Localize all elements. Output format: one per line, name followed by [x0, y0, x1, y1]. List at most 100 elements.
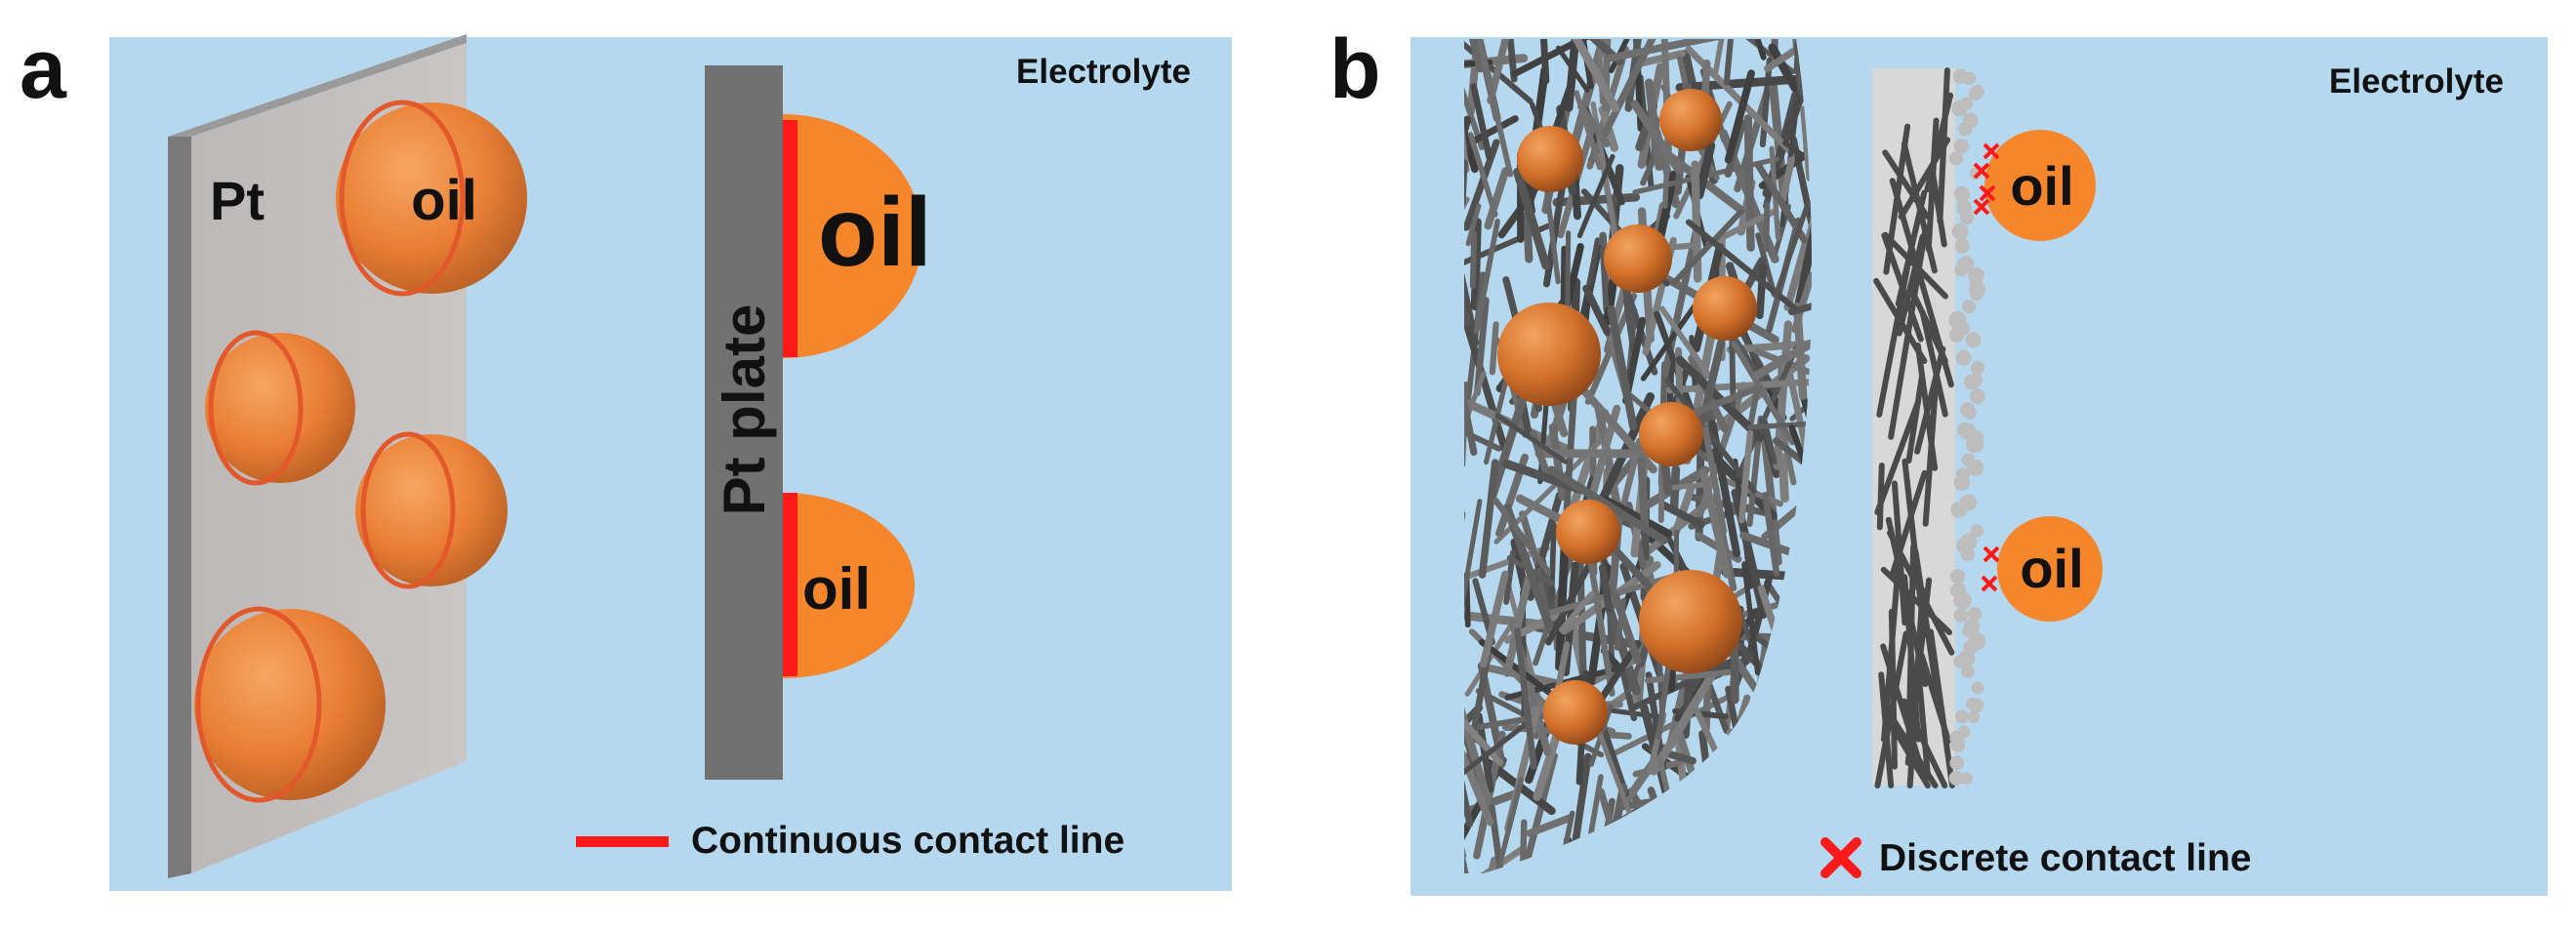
- mesh-oil-balls: [1497, 89, 1757, 745]
- surface-particle: [1957, 725, 1971, 739]
- mesh-fiber: [1624, 744, 1667, 802]
- mesh-fiber: [1558, 590, 1595, 633]
- mesh-fiber: [1724, 69, 1755, 164]
- surface-particle: [1962, 300, 1977, 314]
- mesh-fiber: [1503, 575, 1533, 677]
- mesh-fiber: [1602, 496, 1673, 538]
- discrete-contact-mark: [1973, 162, 1990, 180]
- surface-particle: [1957, 256, 1975, 273]
- mesh-fiber: [1464, 115, 1472, 163]
- surface-particle: [1958, 650, 1976, 667]
- mesh-fiber: [1699, 469, 1732, 579]
- surface-particle: [1948, 327, 1965, 343]
- cross-section-fibers: [1873, 67, 1955, 788]
- surface-particle: [1950, 502, 1967, 518]
- surface-particle: [1960, 546, 1976, 562]
- mesh-fiber: [1712, 39, 1735, 78]
- surface-particle: [1960, 772, 1973, 785]
- strip-fiber: [1919, 309, 1948, 418]
- surface-particle: [1969, 287, 1983, 302]
- mesh-fiber: [1478, 459, 1499, 579]
- panel-b-letter: b: [1329, 22, 1381, 116]
- mesh-fiber: [1464, 704, 1484, 749]
- mesh-fiber: [1487, 39, 1516, 104]
- mesh-fiber: [1464, 744, 1494, 827]
- mesh-oil-ball: [1497, 303, 1601, 406]
- mesh-fiber: [1598, 564, 1614, 613]
- strip-fiber: [1886, 709, 1939, 788]
- surface-particle: [1953, 474, 1971, 491]
- pt-sheet-edge: [168, 137, 191, 878]
- oil-droplet-sheet-1: [336, 100, 527, 297]
- oil-droplet-top-label: oil: [2010, 155, 2073, 217]
- mesh-fiber: [1489, 321, 1499, 376]
- mesh-fiber: [1657, 500, 1705, 529]
- mesh-fiber: [1738, 429, 1754, 524]
- mesh-fiber: [1762, 492, 1780, 577]
- mesh-fiber: [1464, 39, 1533, 104]
- strip-fiber: [1874, 398, 1922, 515]
- mesh-oil-ball: [1639, 570, 1742, 673]
- contact-line-small: [783, 493, 797, 676]
- surface-particle: [1953, 186, 1970, 203]
- surface-particle: [1968, 632, 1986, 651]
- mesh-fiber: [1701, 425, 1728, 535]
- mesh-fiber: [1547, 465, 1668, 545]
- surface-particle: [1968, 266, 1984, 284]
- legend-continuous-line-label: Continuous contact line: [691, 820, 1124, 862]
- panel-a-letter: a: [20, 22, 67, 116]
- surface-particle: [1948, 770, 1964, 786]
- discrete-contact-mark: [1979, 184, 1996, 202]
- mesh-oil-ball: [1556, 500, 1620, 564]
- mesh-fiber: [1576, 153, 1615, 239]
- mesh-fiber: [1665, 379, 1812, 394]
- discrete-contact-mark: [1981, 575, 1998, 592]
- mesh-fiber: [1675, 355, 1765, 442]
- mesh-fiber: [1754, 161, 1808, 244]
- pt-plate: [705, 65, 783, 780]
- mesh-fiber: [1760, 420, 1778, 464]
- mesh-fiber: [1523, 211, 1533, 263]
- legend-continuous-line-swatch: [576, 836, 669, 847]
- pt-sheet-top-edge: [168, 34, 467, 137]
- surface-particle: [1967, 710, 1981, 723]
- mesh-fiber: [1779, 156, 1795, 203]
- mesh-fiber: [1599, 246, 1610, 307]
- panel-b-electrolyte-label: Electrolyte: [2329, 62, 2504, 101]
- mesh-fiber: [1526, 814, 1574, 837]
- mesh-fiber: [1539, 39, 1550, 85]
- mesh-fiber: [1464, 49, 1485, 150]
- surface-particle: [1967, 459, 1984, 476]
- strip-fiber: [1927, 628, 1955, 788]
- mesh-fiber: [1571, 752, 1592, 854]
- mesh-fiber: [1464, 668, 1492, 805]
- surface-particle: [1960, 665, 1975, 679]
- mesh-fiber: [1467, 132, 1498, 218]
- mesh-fiber: [1470, 83, 1492, 161]
- mesh-fiber: [1697, 339, 1726, 432]
- mesh-fiber: [1495, 413, 1569, 464]
- mesh-fiber: [1464, 669, 1504, 766]
- mesh-oil-ball: [1604, 224, 1672, 293]
- mesh-fiber: [1586, 237, 1601, 286]
- mesh-fiber: [1730, 636, 1739, 705]
- mesh-fiber: [1582, 284, 1612, 337]
- oil-cap-small: [783, 493, 915, 678]
- oil-droplet-sheet-2: [205, 330, 355, 486]
- discrete-contact-mark: [1983, 142, 2000, 160]
- surface-particle: [1955, 349, 1972, 366]
- surface-particle: [1952, 68, 1969, 85]
- surface-particle: [1971, 681, 1984, 695]
- surface-particle: [1948, 150, 1964, 166]
- mesh-fiber: [1469, 230, 1478, 290]
- surface-particle: [1963, 374, 1981, 390]
- mesh-fiber: [1792, 210, 1812, 318]
- surface-particle: [1970, 360, 1984, 375]
- surface-particle: [1958, 121, 1973, 137]
- strip-fiber: [1937, 67, 1950, 224]
- surface-particle: [1957, 199, 1971, 214]
- mesh-fiber: [1484, 167, 1510, 230]
- mesh-fiber: [1793, 42, 1805, 96]
- mesh-fiber: [1464, 343, 1478, 457]
